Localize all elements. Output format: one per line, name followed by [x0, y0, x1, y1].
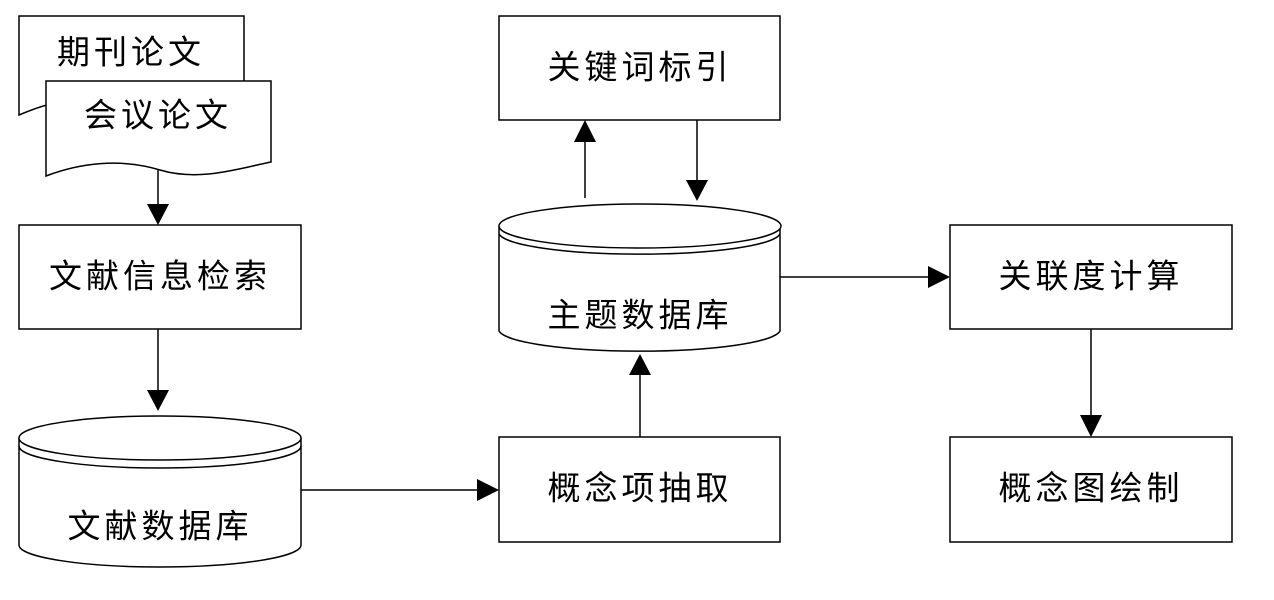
cylinder-body — [498, 226, 781, 352]
node-label: 概念项抽取 — [548, 469, 733, 508]
node-literature-database: 文献数据库 — [18, 415, 302, 568]
document-shape — [45, 80, 272, 178]
cylinder-top — [18, 415, 302, 461]
process-box — [949, 224, 1233, 330]
edge-topic-db-to-keyword — [574, 120, 596, 198]
node-literature-retrieval: 文献信息检索 — [18, 224, 302, 330]
node-concept-extraction: 概念项抽取 — [498, 436, 781, 543]
edge-conference-to-retrieval — [147, 170, 169, 225]
node-conference-paper: 会议论文 — [45, 80, 272, 178]
node-label: 文献数据库 — [68, 507, 253, 546]
edge-literature-db-to-extraction — [301, 479, 499, 501]
edge-relevance-to-concept-map — [1080, 329, 1102, 437]
edge-retrieval-to-literature-db — [147, 329, 169, 411]
edge-topic-db-to-relevance — [780, 266, 950, 288]
cylinder-band — [18, 445, 302, 469]
node-concept-map-drawing: 概念图绘制 — [949, 436, 1233, 543]
edge-keyword-to-topic-db — [686, 120, 708, 201]
process-box — [18, 224, 302, 330]
process-box — [498, 15, 781, 121]
process-box — [949, 436, 1233, 543]
node-label: 概念图绘制 — [999, 469, 1184, 508]
cylinder-band — [498, 233, 781, 255]
edge-extraction-to-topic-db — [629, 354, 651, 437]
node-label: 文献信息检索 — [49, 257, 271, 296]
cylinder-top — [498, 203, 782, 249]
node-label: 关键词标引 — [548, 48, 733, 87]
cylinder-body — [18, 438, 302, 568]
node-label: 主题数据库 — [548, 296, 733, 335]
node-label: 关联度计算 — [999, 257, 1184, 296]
node-topic-database: 主题数据库 — [498, 203, 782, 352]
node-keyword-indexing: 关键词标引 — [498, 15, 781, 121]
node-relevance-computation: 关联度计算 — [949, 224, 1233, 330]
process-box — [498, 436, 781, 543]
node-label: 期刊论文 — [57, 33, 205, 72]
node-label: 会议论文 — [84, 96, 232, 135]
